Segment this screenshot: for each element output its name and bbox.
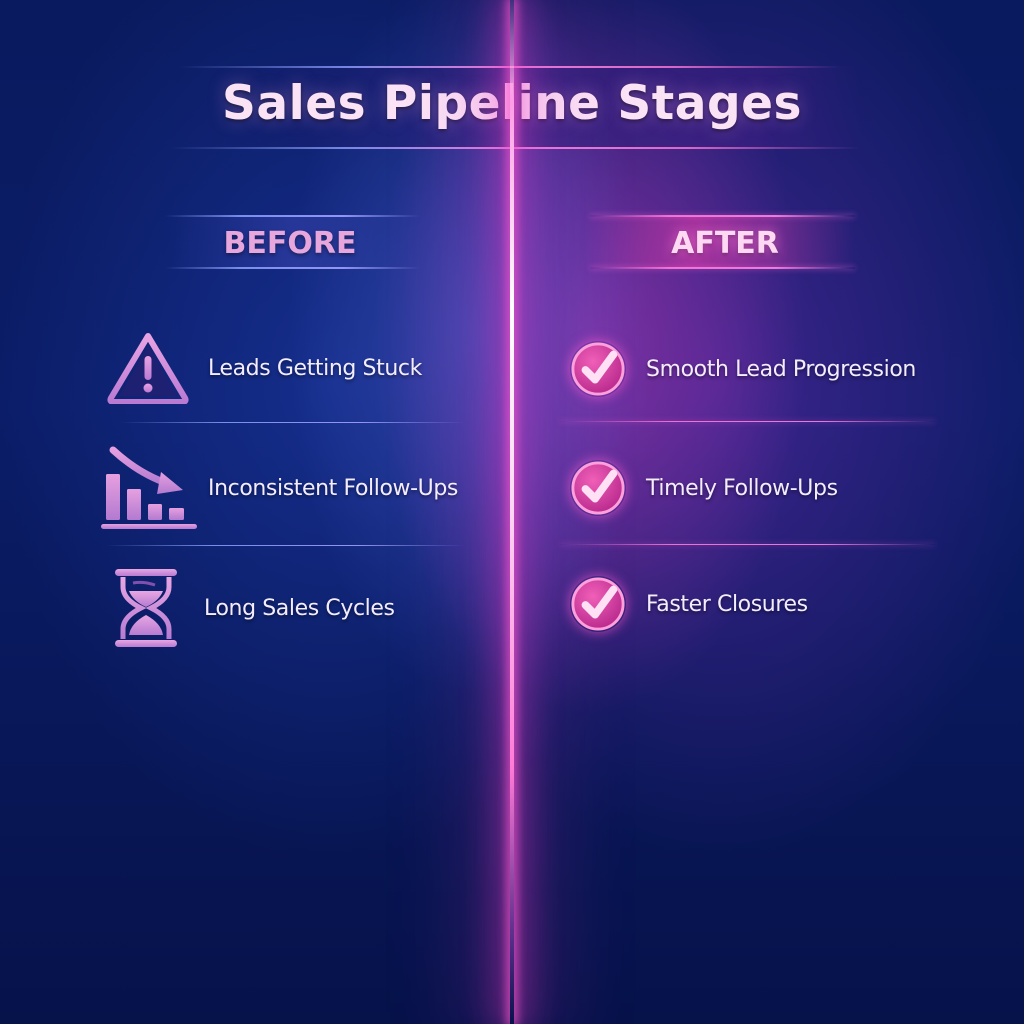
- item-label: Long Sales Cycles: [204, 595, 395, 621]
- warning-triangle-icon: [106, 332, 190, 404]
- item-label: Faster Closures: [646, 591, 808, 617]
- check-circle-icon: [570, 341, 626, 397]
- after-item-faster-closures: Faster Closures: [570, 574, 808, 634]
- before-row-divider: [120, 422, 465, 423]
- title-bottom-divider: [170, 147, 860, 149]
- before-item-long-sales-cycles: Long Sales Cycles: [112, 566, 395, 650]
- check-circle-icon: [570, 460, 626, 516]
- after-heading: AFTER: [671, 226, 779, 261]
- before-item-leads-stuck: Leads Getting Stuck: [106, 330, 422, 406]
- before-heading-top-line: [165, 215, 420, 217]
- after-row-divider: [560, 421, 935, 422]
- after-item-smooth-lead-progression: Smooth Lead Progression: [570, 339, 916, 399]
- before-heading-bottom-line: [165, 267, 420, 269]
- before-row-divider: [105, 545, 465, 546]
- check-circle-icon: [570, 576, 626, 632]
- before-heading-band: [170, 216, 420, 268]
- before-heading: BEFORE: [223, 226, 357, 261]
- item-label: Timely Follow-Ups: [646, 475, 838, 501]
- item-label: Smooth Lead Progression: [646, 356, 916, 382]
- after-item-timely-follow-ups: Timely Follow-Ups: [570, 458, 838, 518]
- item-label: Leads Getting Stuck: [208, 355, 422, 381]
- hourglass-icon: [112, 567, 180, 649]
- after-heading-band: [585, 216, 855, 268]
- before-item-inconsistent-follow-ups: Inconsistent Follow-Ups: [98, 445, 458, 531]
- after-heading-bottom-line: [590, 267, 855, 269]
- declining-bar-chart-icon: [98, 446, 198, 530]
- after-heading-top-line: [590, 215, 855, 217]
- after-row-divider: [560, 544, 935, 545]
- item-label: Inconsistent Follow-Ups: [208, 475, 458, 501]
- title-band: [170, 66, 860, 148]
- center-divider-beam: [510, 0, 514, 1024]
